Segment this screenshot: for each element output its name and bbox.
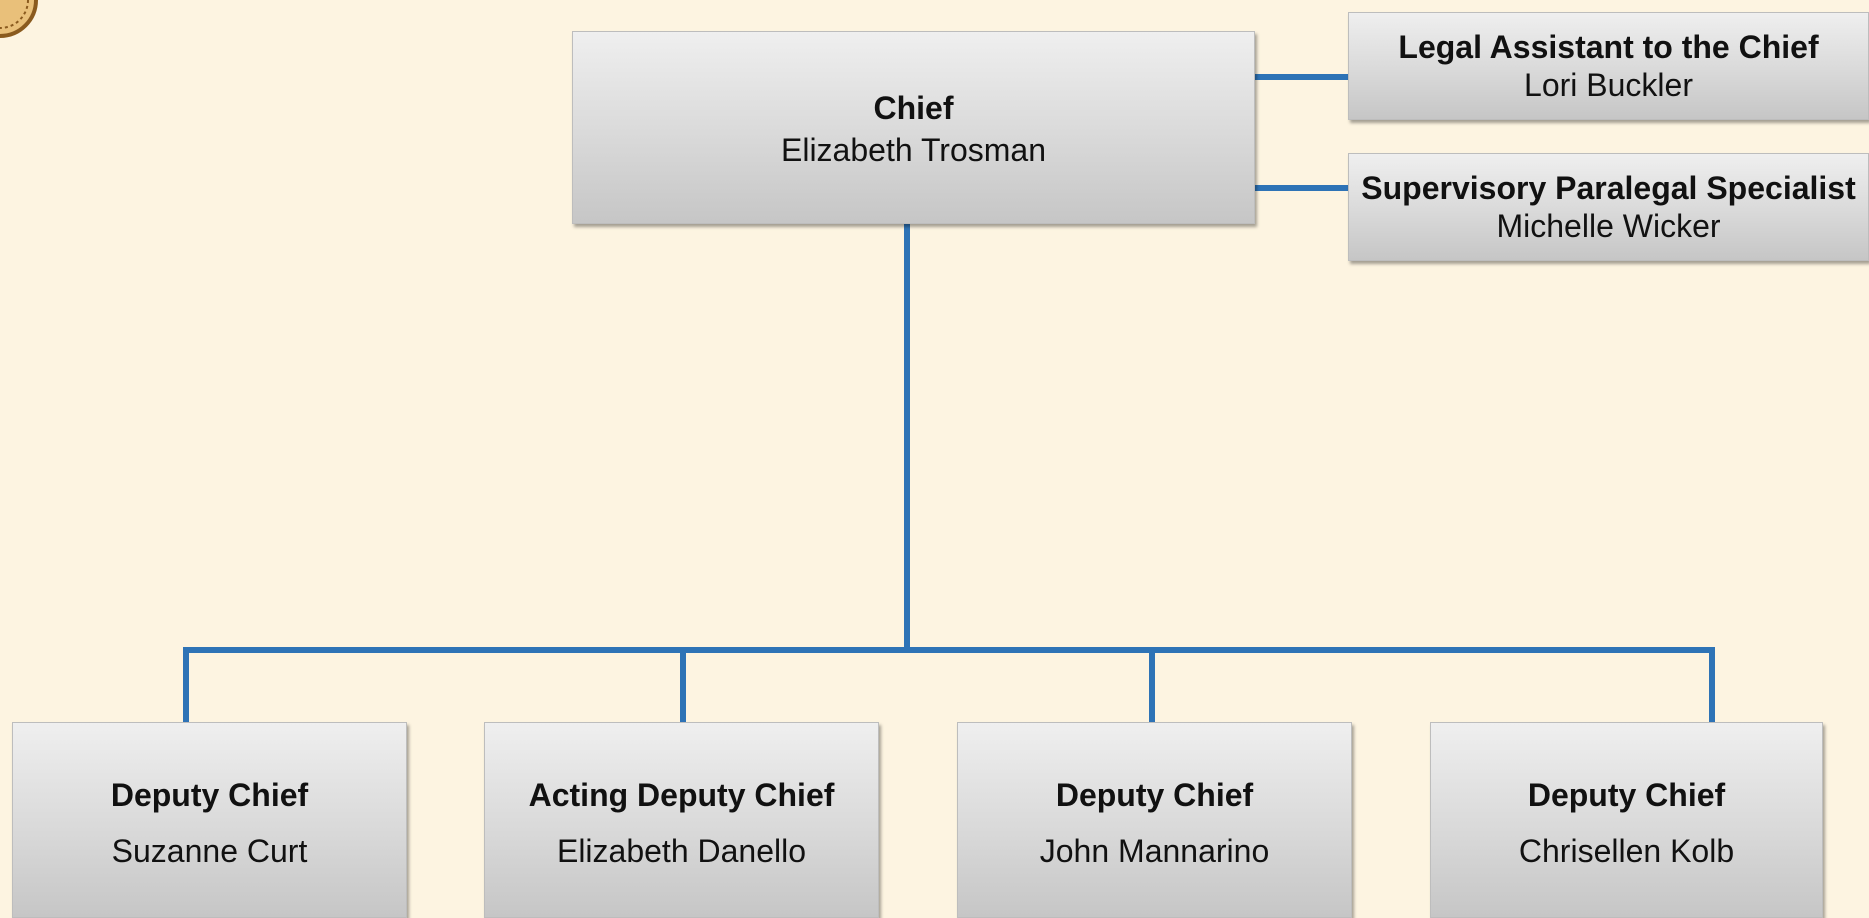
deputy-2-title: Acting Deputy Chief: [528, 777, 835, 813]
deputy-2-name: Elizabeth Danello: [556, 833, 807, 869]
deputy-1-name: Suzanne Curt: [111, 833, 308, 869]
deputy-3-title: Deputy Chief: [1055, 777, 1254, 813]
deputy-4-title: Deputy Chief: [1527, 777, 1726, 813]
seal-logo: [0, 0, 38, 38]
deputy-box-3: Deputy Chief John Mannarino: [957, 722, 1352, 918]
paralegal-name: Michelle Wicker: [1496, 208, 1721, 244]
paralegal-title: Supervisory Paralegal Specialist: [1361, 170, 1856, 206]
deputy-box-4: Deputy Chief Chrisellen Kolb: [1430, 722, 1823, 918]
deputy-box-2: Acting Deputy Chief Elizabeth Danello: [484, 722, 879, 918]
legal-assistant-box: Legal Assistant to the Chief Lori Buckle…: [1348, 12, 1869, 120]
legal-assistant-name: Lori Buckler: [1524, 67, 1693, 103]
chief-name: Elizabeth Trosman: [780, 131, 1046, 168]
chief-title: Chief: [873, 89, 954, 126]
deputy-1-title: Deputy Chief: [110, 777, 309, 813]
deputy-3-name: John Mannarino: [1039, 833, 1270, 869]
deputy-box-1: Deputy Chief Suzanne Curt: [12, 722, 407, 918]
chief-box: Chief Elizabeth Trosman: [572, 31, 1255, 224]
legal-assistant-title: Legal Assistant to the Chief: [1398, 29, 1819, 65]
paralegal-box: Supervisory Paralegal Specialist Michell…: [1348, 153, 1869, 261]
deputy-4-name: Chrisellen Kolb: [1518, 833, 1735, 869]
